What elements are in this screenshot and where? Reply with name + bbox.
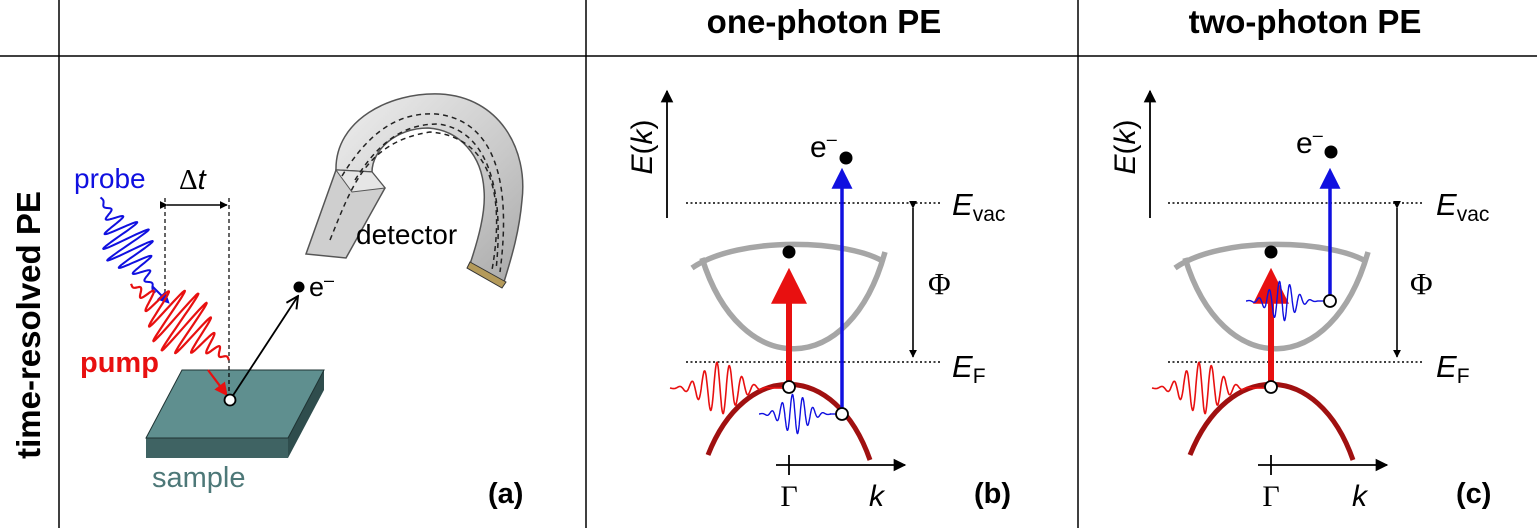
- header-two-photon: two-photon PE: [1189, 3, 1422, 40]
- excited-electron-b: [782, 245, 796, 259]
- pump-pulse-c: [1151, 361, 1265, 415]
- energy-axis-label-c: E(k): [1109, 119, 1142, 174]
- evac-label-c: Evac: [1436, 187, 1489, 226]
- delta-t-label: Δt: [179, 164, 208, 196]
- photoelectron-b: [839, 151, 853, 165]
- gamma-label-c: Γ: [1262, 480, 1279, 513]
- pump-label: pump: [80, 347, 159, 379]
- probe-pulse: [99, 196, 170, 304]
- wave-oscillation: [1151, 361, 1253, 415]
- sample-label: sample: [152, 462, 246, 494]
- electron-label-c: e–: [1296, 125, 1323, 160]
- tag-a: (a): [488, 478, 523, 510]
- detector-analyzer: [304, 93, 524, 289]
- emission-arrow: [229, 296, 298, 401]
- wave-oscillation: [758, 393, 832, 435]
- panel-a: sample detector e– Δt probe pump (: [74, 93, 524, 510]
- valence-band-c: [1187, 381, 1356, 461]
- sample-slab: [145, 369, 325, 458]
- work-function-label-c: Φ: [1410, 266, 1433, 301]
- electron-label-a: e–: [309, 270, 334, 302]
- row-label-time-resolved: time-resolved PE: [10, 191, 47, 459]
- fermi-label-c: EF: [1436, 349, 1470, 388]
- tag-c: (c): [1456, 478, 1491, 510]
- wave-direction-line: [207, 369, 228, 397]
- fermi-label-b: EF: [952, 349, 986, 388]
- probe-pulse-c: [1245, 280, 1324, 322]
- wave-oscillation: [1245, 280, 1319, 322]
- photoelectron-c: [1324, 145, 1338, 159]
- conduction-band-c: [1182, 251, 1371, 352]
- panel-c: E(k) Evac EF Φ e– Γ k (c): [1109, 89, 1491, 513]
- conduction-band-b: [699, 251, 888, 352]
- intermediate-state-c: [1323, 294, 1337, 308]
- pump-spot: [223, 393, 237, 407]
- conduction-band-b-upper: [690, 241, 886, 271]
- probe-pulse-b: [758, 393, 836, 435]
- wave-oscillation: [669, 361, 771, 415]
- evac-label-b: Evac: [952, 187, 1005, 226]
- conduction-band-c-upper: [1173, 241, 1369, 271]
- gamma-label-b: Γ: [780, 480, 797, 513]
- hole-probe-b: [835, 407, 849, 421]
- pump-pulse: [130, 283, 230, 397]
- panel-b: E(k) Evac EF Φ e– Γ k (b): [626, 89, 1011, 513]
- energy-axis-label-b: E(k): [626, 119, 659, 174]
- tag-b: (b): [974, 478, 1011, 510]
- wave-oscillation: [130, 283, 230, 361]
- wave-oscillation: [99, 196, 157, 294]
- work-function-label-b: Φ: [928, 266, 951, 301]
- probe-label: probe: [74, 163, 146, 194]
- pump-pulse-b: [669, 361, 783, 415]
- hole-pump-b: [782, 380, 796, 394]
- detector-label: detector: [356, 219, 457, 250]
- k-label-b: k: [869, 480, 886, 513]
- k-label-c: k: [1352, 480, 1369, 513]
- electron-label-b: e–: [810, 129, 837, 164]
- hole-pump-c: [1264, 380, 1278, 394]
- emitted-electron: [293, 281, 305, 293]
- excited-electron-c: [1264, 245, 1278, 259]
- delay-indicator: [159, 198, 230, 398]
- header-one-photon: one-photon PE: [707, 3, 942, 40]
